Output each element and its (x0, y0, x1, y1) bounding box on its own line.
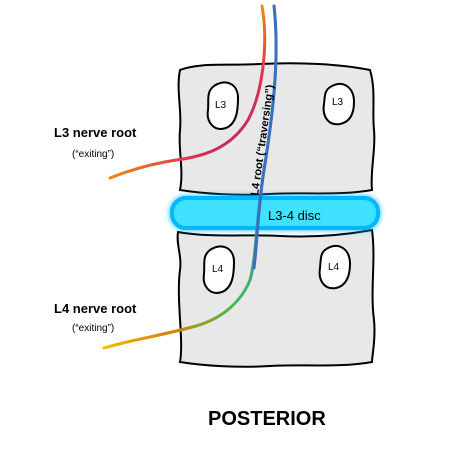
l3-nerve-root-title: L3 nerve root (54, 125, 137, 140)
l4-nerve-root-title: L4 nerve root (54, 301, 137, 316)
l4-left-pedicle (202, 245, 236, 294)
l3-left-pedicle (206, 81, 240, 130)
l3-right-label: L3 (332, 97, 344, 108)
l4-left-label: L4 (212, 264, 224, 275)
l4-right-pedicle (318, 245, 352, 290)
l3-exiting-nerve-root (108, 4, 267, 180)
disc-label: L3-4 disc (268, 208, 321, 223)
posterior-label: POSTERIOR (208, 408, 326, 430)
l4-root-upper-segment (252, 4, 278, 270)
l3-left-label: L3 (215, 100, 227, 111)
l3-4-disc (170, 196, 380, 230)
l3-vertebra (177, 62, 376, 196)
l4-right-label: L4 (328, 262, 340, 273)
l3-right-pedicle (322, 83, 356, 126)
l4-nerve-root-subtitle: (“exiting”) (72, 323, 114, 334)
l3-nerve-root-subtitle: (“exiting”) (72, 149, 114, 160)
